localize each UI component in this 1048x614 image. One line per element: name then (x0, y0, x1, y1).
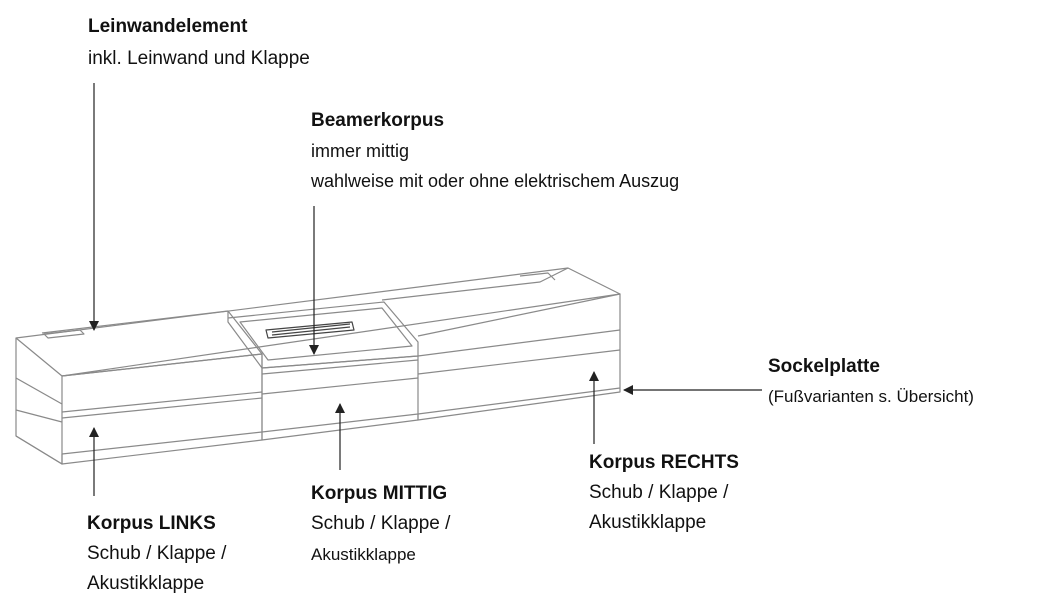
label-line: Akustikklappe (589, 512, 707, 533)
label-line: (Fußvarianten s. Übersicht) (768, 387, 974, 406)
left-front (61, 353, 263, 455)
beamer-slot (265, 321, 355, 339)
label-title: Korpus MITTIG (311, 483, 448, 504)
screen-slot (43, 329, 85, 339)
label-line: Schub / Klappe / (311, 513, 451, 534)
label-line: immer mittig (311, 141, 409, 161)
label-line: wahlweise mit oder ohne elektrischem Aus… (311, 171, 680, 191)
label-title: Beamerkorpus (311, 110, 445, 131)
label-title: Korpus LINKS (87, 513, 216, 534)
top-surface (15, 267, 621, 377)
label-korpus-rechts: Korpus RECHTS Schub / Klappe / Akustikkl… (589, 450, 739, 536)
label-line: Akustikklappe (87, 573, 205, 594)
label-korpus-mittig: Korpus MITTIG Schub / Klappe / Akustikkl… (311, 481, 450, 569)
label-korpus-links: Korpus LINKS Schub / Klappe / Akustikkla… (87, 511, 226, 597)
label-title: Leinwandelement (88, 16, 248, 37)
label-title: Korpus RECHTS (589, 452, 739, 473)
right-top-inner (381, 267, 569, 301)
sideboard-drawing (15, 267, 621, 465)
label-beamerkorpus: Beamerkorpus immer mittig wahlweise mit … (311, 108, 679, 194)
label-line: Schub / Klappe / (589, 482, 729, 503)
label-line: inkl. Leinwand und Klappe (88, 48, 310, 69)
right-body (417, 293, 621, 415)
label-line: Schub / Klappe / (87, 543, 227, 564)
label-line: Akustikklappe (311, 545, 416, 564)
label-sockelplatte: Sockelplatte (Fußvarianten s. Übersicht) (768, 354, 974, 410)
label-title: Sockelplatte (768, 356, 880, 377)
label-leinwandelement: Leinwandelement inkl. Leinwand und Klapp… (88, 14, 310, 72)
pointer-arrows (89, 83, 762, 496)
